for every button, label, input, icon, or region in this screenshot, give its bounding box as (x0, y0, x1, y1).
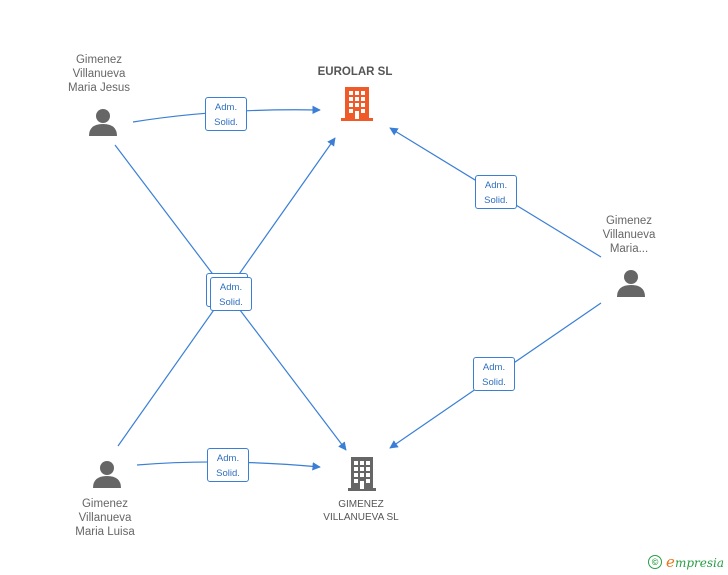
mariajesus-line3: Maria Jesus (68, 82, 130, 94)
gimenezsl-label-line2: VILLANUEVA SL (323, 512, 399, 523)
badge-line1: Adm. (484, 180, 508, 191)
marialuisa-person-icon[interactable] (92, 459, 122, 489)
edge-badge-mariajesus-eurolar[interactable]: Adm. Solid. (205, 97, 247, 131)
mariajesus-label[interactable]: Gimenez Villanueva Maria Jesus (34, 53, 164, 95)
edge-badge-marialuisa-gimenezsl[interactable]: Adm. Solid. (207, 448, 249, 482)
eurolar-building-icon[interactable] (341, 86, 373, 122)
mariaother-line1: Gimenez (605, 215, 653, 227)
mariaother-person-icon[interactable] (616, 268, 646, 298)
gimenezsl-building-icon[interactable] (348, 456, 376, 492)
gimenezsl-label[interactable]: GIMENEZ VILLANUEVA SL (296, 498, 426, 524)
mariaother-label[interactable]: Gimenez Villanueva Maria... (564, 214, 694, 256)
mariaother-line2: Villanueva (602, 229, 656, 241)
copyright-icon: © (648, 555, 663, 569)
badge-line2: Solid. (219, 297, 243, 308)
badge-line2: Solid. (216, 468, 240, 479)
mariajesus-line1: Gimenez (75, 54, 123, 66)
marialuisa-line3: Maria Luisa (75, 526, 135, 538)
badge-line2: Solid. (482, 377, 506, 388)
mariajesus-line2: Villanueva (72, 68, 126, 80)
edge-badge-center[interactable]: Adm. Solid. (210, 277, 252, 311)
marialuisa-line2: Villanueva (78, 512, 132, 524)
gimenezsl-label-line1: GIMENEZ (338, 499, 384, 510)
footer-brand[interactable]: © empresia (648, 553, 724, 571)
badge-line1: Adm. (482, 362, 506, 373)
badge-line1: Adm. (216, 453, 240, 464)
marialuisa-line1: Gimenez (81, 498, 129, 510)
badge-line1: Adm. (219, 282, 243, 293)
eurolar-label[interactable]: EUROLAR SL (317, 66, 393, 78)
mariajesus-person-icon[interactable] (88, 107, 118, 137)
mariaother-line3: Maria... (609, 243, 649, 255)
badge-line2: Solid. (214, 117, 238, 128)
brand-initial: e (666, 553, 675, 571)
badge-line1: Adm. (214, 102, 238, 113)
edge-badge-mariaother-eurolar[interactable]: Adm. Solid. (475, 175, 517, 209)
brand-rest: mpresia (674, 556, 724, 570)
badge-line2: Solid. (484, 195, 508, 206)
brand-logo: empresia (666, 553, 724, 571)
marialuisa-label[interactable]: Gimenez Villanueva Maria Luisa (40, 497, 170, 539)
edge-badge-mariaother-gimenezsl[interactable]: Adm. Solid. (473, 357, 515, 391)
